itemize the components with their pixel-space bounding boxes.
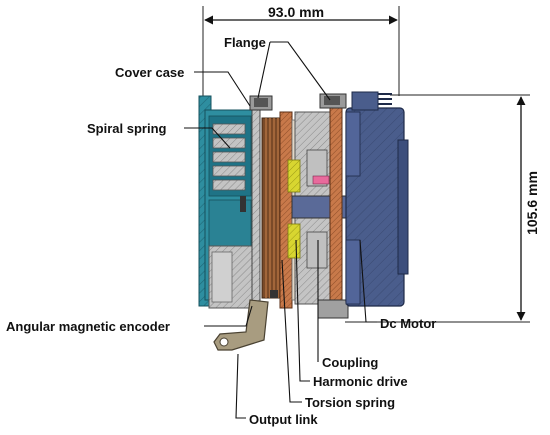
flange-leader-2 — [257, 41, 271, 99]
encoder-leader — [204, 305, 253, 327]
dc-motor-leader — [359, 239, 377, 323]
dc-motor-body — [345, 91, 409, 307]
angular-magnetic-encoder-label: Angular magnetic encoder — [6, 319, 170, 334]
leader-lines — [184, 41, 377, 419]
output-link-part — [213, 299, 269, 351]
width-dimension-line — [202, 6, 400, 96]
flange-label: Flange — [224, 35, 266, 50]
height-dimension-label: 105.6 mm — [524, 171, 540, 235]
flange-plate — [317, 93, 349, 319]
spiral-spring-coils — [212, 123, 246, 191]
bolt-details — [240, 196, 278, 298]
harmonic-drive-label: Harmonic drive — [313, 374, 408, 389]
output-link-label: Output link — [249, 412, 318, 427]
torsion-spring-leader — [281, 259, 302, 403]
width-dimension-label: 93.0 mm — [268, 4, 325, 20]
spiral-spring-label: Spiral spring — [87, 121, 167, 136]
output-link-leader — [235, 353, 246, 419]
flange-leader — [270, 41, 331, 101]
dc-motor-label: Dc Motor — [380, 316, 437, 331]
lower-gray-blocks — [208, 245, 256, 309]
central-mechanism — [291, 111, 349, 305]
cover-case-label: Cover case — [115, 65, 185, 80]
torsion-spring — [261, 117, 281, 299]
spiral-spring-leader — [184, 127, 231, 149]
torsion-spring-label: Torsion spring — [305, 395, 396, 410]
cover-case-leader — [194, 71, 251, 107]
coupling-label: Coupling — [322, 355, 379, 370]
harmonic-drive-yellow — [287, 159, 301, 259]
cover-case-plate — [249, 95, 273, 315]
harmonic-drive-leader — [295, 239, 310, 382]
